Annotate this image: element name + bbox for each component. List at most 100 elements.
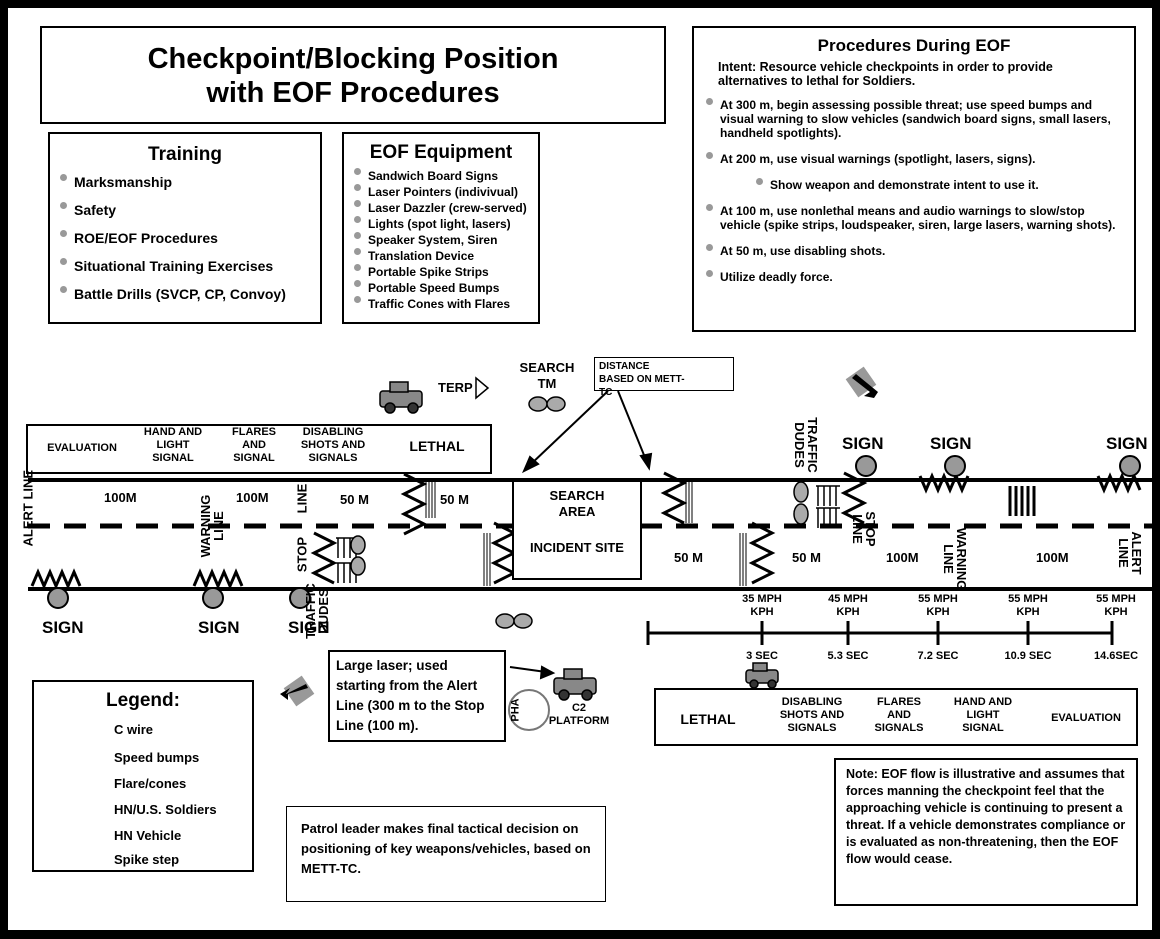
bottom-phase-flares: FLARES AND SIGNALS xyxy=(874,696,924,734)
procedures-intent: Intent: Resource vehicle checkpoints in … xyxy=(718,60,1053,88)
distance-box: DISTANCE BASED ON METT-TC xyxy=(594,357,734,398)
legend-item-speed-bumps: Speed bumps xyxy=(34,748,254,770)
legend-heading: Legend: xyxy=(106,690,180,711)
pha-circle xyxy=(508,689,550,731)
legend-box: Legend: C wire Speed bumps Flare/cones H… xyxy=(32,680,254,872)
procedures-heading: Procedures During EOF xyxy=(817,36,1011,55)
training-item: Situational Training Exercises xyxy=(58,258,312,274)
diagram-page: Checkpoint/Blocking Position with EOF Pr… xyxy=(8,8,1152,930)
top-phase-disabling: DISABLING SHOTS AND SIGNALS xyxy=(300,426,366,464)
procedure-item: At 300 m, begin assessing possible threa… xyxy=(704,98,1124,140)
laser-note-text: Large laser; used starting from the Aler… xyxy=(336,658,485,733)
equipment-item: Laser Dazzler (crew-served) xyxy=(352,200,530,216)
stop-line-label-left-top: LINE xyxy=(294,483,310,514)
training-heading: Training xyxy=(148,144,222,165)
legend-label: Spike step xyxy=(114,852,180,867)
title-line-2: with EOF Procedures xyxy=(206,77,500,109)
search-tm-label: SEARCH TM xyxy=(519,360,575,391)
time-label: 7.2 SEC xyxy=(917,650,959,662)
equipment-item: Lights (spot light, lasers) xyxy=(352,216,530,232)
title-line-1: Checkpoint/Blocking Position xyxy=(147,43,559,75)
distance-label: 50 M xyxy=(674,550,703,565)
legend-item-c-wire: C wire xyxy=(34,720,254,742)
eof-note-box: Note: EOF flow is illustrative and assum… xyxy=(834,758,1138,906)
distance-arrows xyxy=(509,390,653,680)
search-area-label: SEARCH AREA xyxy=(549,488,605,519)
legend-item-flare-cones: Flare/cones xyxy=(34,774,254,796)
top-phase-evaluation: EVALUATION xyxy=(47,442,117,454)
procedure-item: At 50 m, use disabling shots. xyxy=(704,244,1124,258)
humvee-icon xyxy=(379,381,779,701)
bottom-phase-hand-light: HAND AND LIGHT SIGNAL xyxy=(953,696,1013,734)
c-wire-icon xyxy=(425,478,747,586)
top-phase-lethal: LETHAL xyxy=(409,438,465,454)
stop-line-label-left-bottom: STOP xyxy=(294,536,310,573)
hn-vehicle-icon xyxy=(280,366,882,707)
speed-bumps-icon xyxy=(1008,486,1036,516)
legend-label: C wire xyxy=(114,722,154,737)
legend-item-hn-vehicle: HN Vehicle xyxy=(34,826,254,848)
title-box: Checkpoint/Blocking Position with EOF Pr… xyxy=(40,26,666,124)
training-box: Training Marksmanship Safety ROE/EOF Pro… xyxy=(48,132,322,324)
bottom-phase-disabling: DISABLING SHOTS AND SIGNALS xyxy=(779,696,845,734)
alert-line-label-left: ALERT LINE xyxy=(20,469,36,547)
top-phase-box xyxy=(26,424,492,474)
speed-label: 55 MPH KPH xyxy=(918,593,958,618)
terp-label: TERP xyxy=(438,380,473,395)
training-item: Safety xyxy=(58,202,312,218)
equipment-item: Speaker System, Siren xyxy=(352,232,530,248)
equipment-item: Portable Speed Bumps xyxy=(352,280,530,296)
speed-label: 55 MPH KPH xyxy=(1008,593,1048,618)
distance-label: 100M xyxy=(1036,550,1069,565)
distance-label: DISTANCE BASED ON METT-TC xyxy=(599,361,685,398)
procedures-box: Procedures During EOF Intent: Resource v… xyxy=(692,26,1136,332)
distance-label: 100M xyxy=(886,550,919,565)
sign-markers xyxy=(47,455,1141,609)
legend-label: Speed bumps xyxy=(114,750,200,765)
training-item: Marksmanship xyxy=(58,174,312,190)
sign-label: SIGN xyxy=(288,618,330,637)
distance-label: 100M xyxy=(236,490,269,505)
legend-item-soldiers: HN/U.S. Soldiers xyxy=(34,800,254,822)
top-phase-hand-light: HAND AND LIGHT SIGNAL xyxy=(143,426,203,464)
speed-timeline xyxy=(646,621,1114,645)
equipment-list: Sandwich Board Signs Laser Pointers (ind… xyxy=(352,168,530,312)
warning-line-label-right: WARNING LINE xyxy=(941,527,969,591)
time-label: 14.6SEC xyxy=(1093,650,1139,662)
procedure-item: Utilize deadly force. xyxy=(704,270,1124,284)
distance-label: 50 M xyxy=(792,550,821,565)
sign-label: SIGN xyxy=(1106,434,1148,453)
procedure-item: Show weapon and demonstrate intent to us… xyxy=(754,178,1124,192)
time-label: 3 SEC xyxy=(746,650,778,662)
sign-label: SIGN xyxy=(842,434,884,453)
time-label: 5.3 SEC xyxy=(827,650,869,662)
procedure-item: At 100 m, use nonlethal means and audio … xyxy=(704,204,1124,232)
equipment-item: Laser Pointers (indivivual) xyxy=(352,184,530,200)
terp-arrow-icon xyxy=(475,376,490,400)
traffic-dudes-label-right: TRAFFIC DUDES xyxy=(792,417,820,473)
equipment-item: Translation Device xyxy=(352,248,530,264)
sign-label: SIGN xyxy=(930,434,972,453)
legend-label: HN/U.S. Soldiers xyxy=(114,802,217,817)
equipment-item: Traffic Cones with Flares xyxy=(352,296,530,312)
training-item: Battle Drills (SVCP, CP, Convoy) xyxy=(58,286,312,302)
training-list: Marksmanship Safety ROE/EOF Procedures S… xyxy=(58,174,312,302)
equipment-item: Portable Spike Strips xyxy=(352,264,530,280)
equipment-heading: EOF Equipment xyxy=(369,142,513,163)
bottom-phase-evaluation: EVALUATION xyxy=(1051,712,1121,724)
sign-label: SIGN xyxy=(42,618,84,637)
distance-label: 50 M xyxy=(440,492,469,507)
legend-label: HN Vehicle xyxy=(114,828,182,843)
sign-label: SIGN xyxy=(198,618,240,637)
procedure-item: At 200 m, use visual warnings (spotlight… xyxy=(704,152,1124,166)
legend-label: Flare/cones xyxy=(114,776,187,791)
pha-label: PHA xyxy=(509,698,522,722)
warning-line-label-left: WARNING LINE xyxy=(198,494,226,558)
equipment-box: EOF Equipment Sandwich Board Signs Laser… xyxy=(342,132,540,324)
stop-line-label-right: STOP LINE xyxy=(850,511,878,547)
search-area-box: SEARCH AREA INCIDENT SITE xyxy=(512,480,642,580)
distance-label: 100M xyxy=(104,490,137,505)
alert-line-label-right: ALERT LINE xyxy=(1116,531,1144,575)
equipment-item: Sandwich Board Signs xyxy=(352,168,530,184)
eof-note-text: Note: EOF flow is illustrative and assum… xyxy=(846,767,1126,866)
